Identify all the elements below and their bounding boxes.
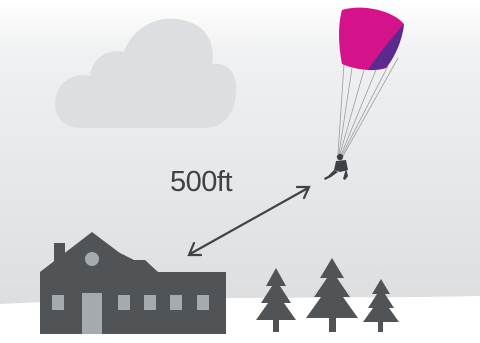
distance-label: 500ft [170, 168, 232, 197]
